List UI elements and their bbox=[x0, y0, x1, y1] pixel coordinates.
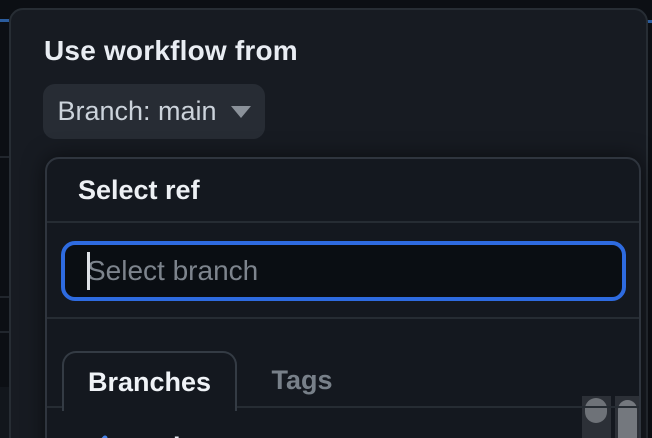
branch-selector-label: Branch: main bbox=[57, 96, 217, 126]
triangle-down-icon bbox=[230, 105, 251, 118]
branch-item-label: main bbox=[134, 432, 197, 438]
page-accent-line-right bbox=[647, 20, 652, 23]
ref-tabs: Branches Tags bbox=[47, 319, 639, 411]
tab-tags-label: Tags bbox=[271, 364, 333, 395]
select-ref-title: Select ref bbox=[78, 174, 200, 205]
tab-branches[interactable]: Branches bbox=[62, 351, 237, 411]
tab-branches-label: Branches bbox=[87, 366, 212, 397]
tabs-underline bbox=[47, 406, 639, 408]
page-row-divider bbox=[0, 331, 9, 333]
branch-list-item-main[interactable]: main bbox=[47, 415, 579, 438]
ref-search-section bbox=[47, 223, 639, 319]
branch-selector-button[interactable]: Branch: main bbox=[43, 84, 265, 139]
ref-panel-header: Select ref bbox=[47, 159, 639, 223]
branch-list: main bbox=[47, 411, 639, 438]
page-accent-line-left bbox=[0, 19, 9, 22]
page-row-highlight bbox=[0, 387, 9, 438]
page-row-divider bbox=[0, 296, 9, 298]
list-scrollbar-track[interactable] bbox=[582, 396, 611, 438]
use-workflow-from-heading: Use workflow from bbox=[44, 35, 298, 66]
panel-scrollbar-track[interactable] bbox=[615, 396, 639, 438]
run-workflow-dropdown: Use workflow from Branch: main Select re… bbox=[9, 8, 648, 438]
page-row-divider bbox=[0, 156, 9, 158]
tab-tags[interactable]: Tags bbox=[247, 351, 357, 409]
list-scrollbar-thumb[interactable] bbox=[585, 398, 607, 423]
panel-scrollbar-thumb[interactable] bbox=[618, 400, 637, 438]
ref-selector-panel: Select ref Branches Tags bbox=[45, 157, 641, 438]
text-cursor bbox=[87, 252, 90, 290]
branch-search-input[interactable] bbox=[61, 241, 626, 301]
